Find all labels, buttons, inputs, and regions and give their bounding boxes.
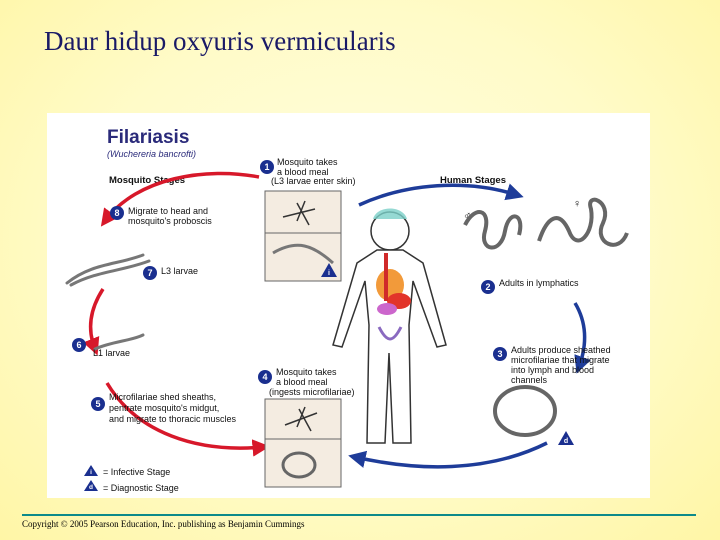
step-label: and migrate to thoracic muscles [109, 414, 237, 424]
step-6: 6 L1 larvae [72, 338, 130, 358]
human-body-figure [332, 208, 447, 444]
diagnostic-stage-badge [558, 431, 574, 445]
step-number: 5 [95, 399, 100, 409]
step-number: 2 [485, 282, 490, 292]
life-cycle-diagram: Filariasis (Wuchereria bancrofti) Mosqui… [47, 113, 650, 498]
cycle-arrow-blue [573, 302, 591, 374]
step-label: a blood meal [276, 377, 328, 387]
step-badge [143, 266, 157, 280]
legend-diagnostic-label: = Diagnostic Stage [103, 483, 179, 493]
step-label: channels [511, 375, 548, 385]
step-3: 3 Adults produce sheathed microfilariae … [493, 345, 611, 385]
step-number: 6 [76, 340, 81, 350]
female-symbol: ♀ [573, 198, 581, 210]
microfilaria-panel [264, 438, 342, 488]
step-label: pentrate mosquito's midgut, [109, 403, 219, 413]
step-8: 8 Migrate to head and mosquito's probosc… [110, 206, 212, 226]
step-1: 1 Mosquito takes a blood meal (L3 larvae… [260, 157, 356, 186]
step-badge [110, 206, 124, 220]
step-badge [72, 338, 86, 352]
step-label: L1 larvae [93, 348, 130, 358]
l1-larva-image [93, 333, 145, 351]
footer-rule [22, 514, 696, 516]
cycle-arrow-blue [358, 183, 524, 207]
step-label: Migrate to head and [128, 206, 208, 216]
step-label: Adults in lymphatics [499, 278, 579, 288]
step-label: (L3 larvae enter skin) [271, 176, 356, 186]
step-label: mosquito's proboscis [128, 216, 212, 226]
legend-diagnostic-badge [84, 480, 98, 491]
step-badge [493, 347, 507, 361]
mosquito-stages-label: Mosquito Stages [109, 175, 185, 186]
figure-title: Filariasis [107, 127, 189, 148]
legend-diagnostic-symbol: d [89, 484, 93, 491]
step-number: 7 [147, 268, 152, 278]
copyright-text: Copyright © 2005 Pearson Education, Inc.… [22, 519, 305, 529]
infective-stage-badge-text: i [328, 270, 330, 277]
step-badge [258, 370, 272, 384]
step-label: microfilariae that migrate [511, 355, 610, 365]
step-label: Mosquito takes [277, 157, 338, 167]
human-stages-label: Human Stages [440, 175, 506, 186]
step-label: Adults produce sheathed [511, 345, 611, 355]
step-number: 4 [262, 372, 267, 382]
step-label: Mosquito takes [276, 367, 337, 377]
step-5: 5 Microfilariae shed sheaths, pentrate m… [91, 392, 237, 424]
step-label: Microfilariae shed sheaths, [109, 392, 216, 402]
l3-larva-image [65, 253, 151, 287]
legend-infective-label: = Infective Stage [103, 467, 170, 477]
microfilaria-image [281, 451, 317, 479]
figure-subtitle: (Wuchereria bancrofti) [107, 149, 196, 159]
l3-larva-panel-image [272, 243, 335, 265]
adult-worm-female-image [537, 197, 629, 247]
step-4: 4 Mosquito takes a blood meal (ingests m… [258, 367, 355, 397]
step-label: into lymph and blood [511, 365, 594, 375]
step-7: 7 L3 larvae [143, 266, 198, 280]
adult-worm-male-image [463, 210, 523, 250]
mosquito-icon [284, 406, 318, 432]
step-number: 1 [264, 162, 269, 172]
step-number: 3 [497, 349, 502, 359]
male-symbol: ♂ [463, 210, 471, 222]
step-label: a blood meal [277, 167, 329, 177]
cycle-arrow-red [82, 288, 105, 356]
legend-infective-badge [84, 465, 98, 476]
mosquito-icon [282, 200, 316, 226]
step-label: L3 larvae [161, 266, 198, 276]
cycle-arrow-red [105, 382, 270, 457]
cycle-arrow-blue [348, 441, 548, 469]
slide-title: Daur hidup oxyuris vermicularis [44, 26, 396, 56]
step-badge [91, 397, 105, 411]
step-2: 2 Adults in lymphatics [481, 278, 579, 294]
legend-infective-symbol: i [90, 469, 92, 476]
step-number: 8 [114, 208, 119, 218]
infective-stage-badge [321, 263, 337, 277]
diagnostic-microfilaria-image [493, 385, 557, 437]
step-badge [481, 280, 495, 294]
diagnostic-stage-badge-text: d [564, 438, 568, 445]
step-label: (ingests microfilariae) [269, 387, 355, 397]
step-badge [260, 160, 274, 174]
legend: i = Infective Stage d = Diagnostic Stage [84, 465, 179, 493]
